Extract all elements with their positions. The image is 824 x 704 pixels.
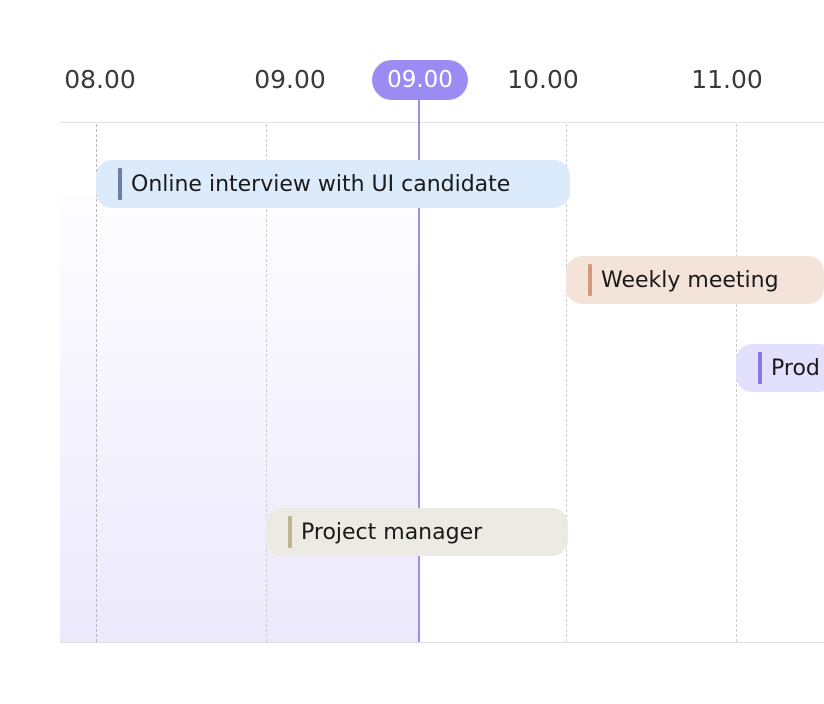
- gridline-0800: [96, 124, 97, 642]
- event-color-bar: [588, 264, 592, 296]
- current-time-badge: 09.00: [372, 60, 468, 100]
- hour-label-08: 08.00: [64, 65, 136, 94]
- event-title: Project manager: [301, 519, 483, 545]
- timeline-bottom-border: [60, 642, 824, 643]
- event-color-bar: [288, 516, 292, 548]
- event-title: Prod: [771, 355, 820, 381]
- event-title: Online interview with UI candidate: [131, 171, 511, 197]
- header-divider: [60, 122, 824, 123]
- elapsed-time-shade: [60, 196, 419, 642]
- hour-label-10: 10.00: [507, 65, 579, 94]
- current-time-indicator: [418, 98, 420, 642]
- event-prod[interactable]: Prod: [736, 344, 824, 392]
- event-online-interview[interactable]: Online interview with UI candidate: [96, 160, 570, 208]
- hour-label-09: 09.00: [254, 65, 326, 94]
- event-title: Weekly meeting: [601, 267, 779, 293]
- event-project-manager[interactable]: Project manager: [266, 508, 568, 556]
- gridline-0900: [266, 124, 267, 642]
- event-color-bar: [758, 352, 762, 384]
- event-weekly-meeting[interactable]: Weekly meeting: [566, 256, 824, 304]
- event-color-bar: [118, 168, 122, 200]
- gridline-1100: [736, 124, 737, 642]
- hour-label-11: 11.00: [691, 65, 763, 94]
- gridline-1000: [566, 124, 567, 642]
